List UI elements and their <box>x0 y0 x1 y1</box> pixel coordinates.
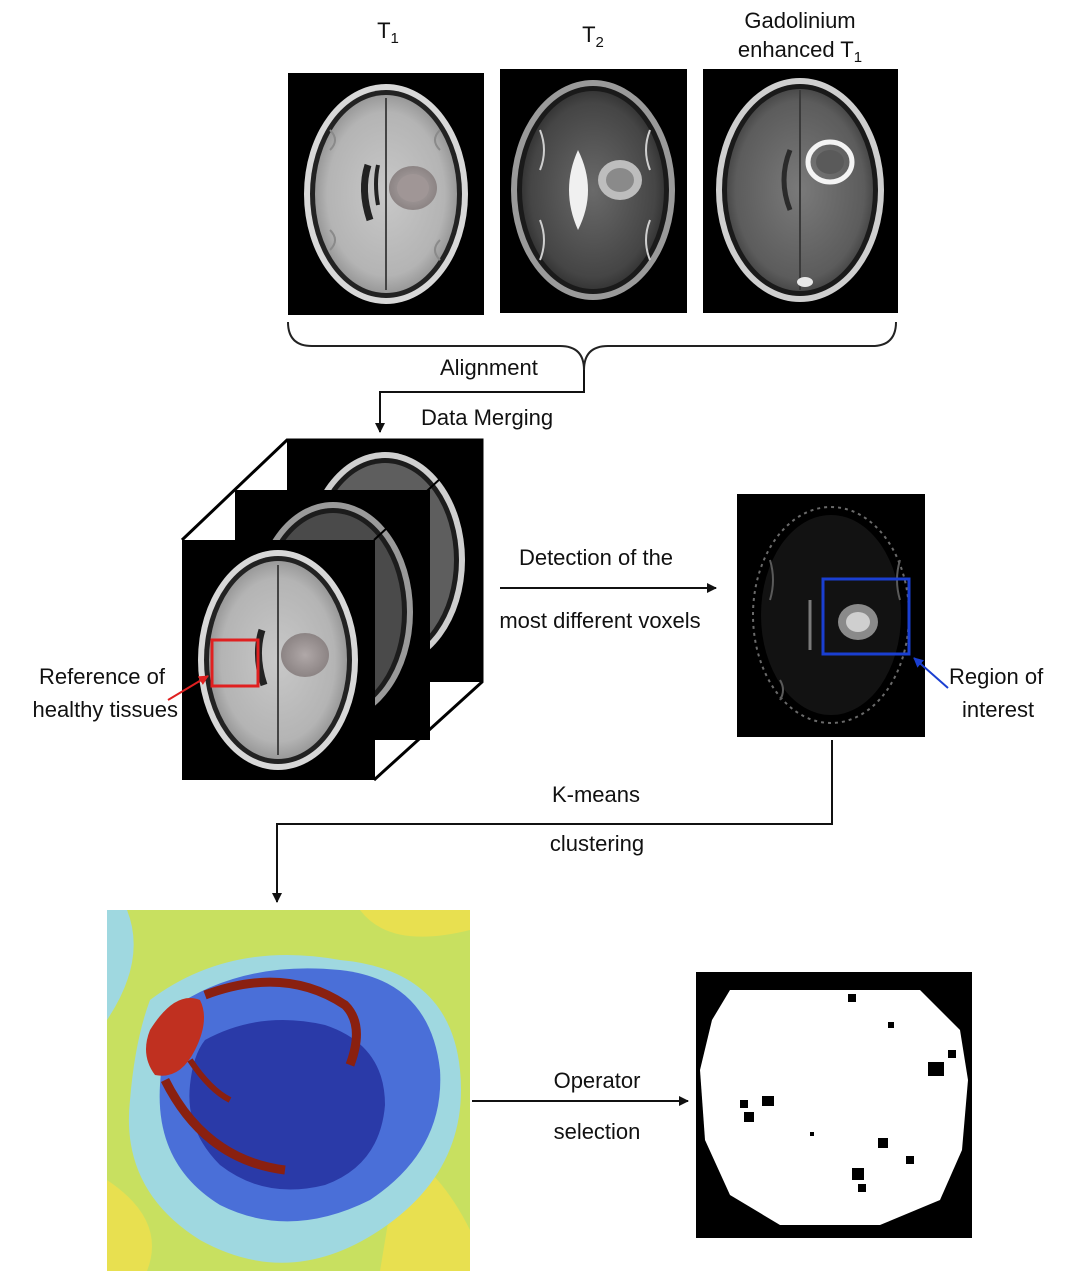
detection-label-line2: most different voxels <box>499 608 701 633</box>
t1-label: T1 <box>377 18 399 47</box>
kmeans-label-line1: K-means <box>551 782 641 807</box>
alignment-arrow <box>375 370 585 433</box>
roi-pointer <box>913 657 949 689</box>
gadolinium-label-line2: enhanced T1 <box>737 37 863 66</box>
reference-label-line1: Reference of <box>39 664 165 689</box>
cluster-map <box>107 910 470 1271</box>
roi-box <box>821 577 911 656</box>
selection-mask <box>696 972 972 1238</box>
roi-label-line2: interest <box>962 697 1035 722</box>
gadolinium-label-line1: Gadolinium <box>744 8 856 33</box>
merged-image-stack <box>180 438 484 782</box>
t2-label: T2 <box>582 22 604 51</box>
reference-box <box>210 638 260 688</box>
mri-t1-image <box>288 73 484 315</box>
alignment-label: Alignment <box>440 355 538 380</box>
detected-voxels-image <box>737 494 925 737</box>
data-merging-label: Data Merging <box>421 405 554 430</box>
reference-label-line2: healthy tissues <box>32 697 178 722</box>
operator-label-line2: selection <box>553 1119 641 1144</box>
reference-pointer <box>167 675 209 701</box>
detection-label-line1: Detection of the <box>518 545 674 570</box>
kmeans-label-line2: clustering <box>549 831 645 856</box>
kmeans-arrow <box>272 740 833 903</box>
mri-gadolinium-image <box>703 69 898 313</box>
grouping-brace <box>287 321 897 371</box>
roi-label-line1: Region of <box>949 664 1044 689</box>
mri-t2-image <box>500 69 687 313</box>
operator-label-line1: Operator <box>553 1068 641 1093</box>
